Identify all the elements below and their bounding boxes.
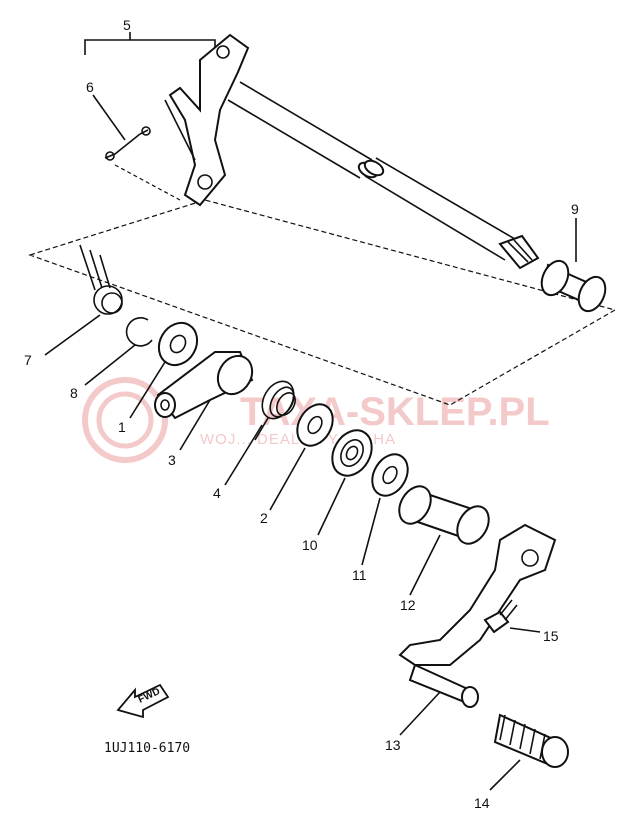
leader-3	[179, 399, 211, 451]
leader-11	[361, 497, 381, 566]
bolt-15	[483, 599, 518, 634]
part-label-8: 8	[70, 385, 78, 401]
part-label-7: 7	[24, 352, 32, 368]
leader-8	[84, 344, 136, 386]
collar-12	[398, 485, 490, 545]
watermark-logo-inner	[96, 391, 154, 449]
part-label-13: 13	[385, 737, 401, 753]
pedal-rubber-14	[493, 713, 569, 768]
leader-4	[224, 424, 263, 486]
leader-2	[269, 447, 306, 511]
leader-6	[92, 94, 126, 141]
washer-2	[296, 403, 334, 447]
part-label-6: 6	[86, 79, 94, 95]
seal-10	[331, 429, 373, 477]
part-label-2: 2	[260, 510, 268, 526]
bushing-9	[540, 259, 607, 313]
torsion-spring-7	[79, 244, 123, 315]
leader-13	[399, 691, 441, 736]
part-label-9: 9	[571, 201, 579, 217]
return-spring-small	[104, 129, 149, 159]
part-label-5: 5	[123, 17, 131, 33]
leader-15	[509, 627, 541, 633]
washer-11	[371, 453, 409, 497]
circlip-8	[125, 317, 153, 347]
dashed-line-top	[114, 164, 181, 201]
part-label-3: 3	[168, 452, 176, 468]
shift-lever-3	[154, 351, 254, 420]
group-bracket-5	[84, 39, 216, 55]
part-label-14: 14	[474, 795, 490, 811]
part-label-12: 12	[400, 597, 416, 613]
shift-pedal-13	[398, 523, 557, 708]
diagram-code: 1UJ110-6170	[104, 741, 190, 756]
leader-7	[44, 314, 101, 356]
shift-arm	[168, 33, 250, 207]
part-label-11: 11	[352, 567, 367, 583]
leader-1	[129, 361, 166, 419]
watermark-brand: TAXA-SKLEP.PL	[240, 390, 550, 434]
shift-shaft-assembly	[164, 33, 540, 270]
leader-10	[317, 477, 346, 536]
part-label-10: 10	[302, 537, 318, 553]
watermark-logo-ring	[82, 377, 168, 463]
dashed-assembly-box	[28, 199, 617, 406]
leader-14	[489, 759, 521, 791]
leader-12	[409, 534, 441, 596]
part-label-4: 4	[213, 485, 221, 501]
forward-arrow-icon: FWD	[116, 683, 170, 719]
part-label-1: 1	[118, 419, 126, 435]
part-label-15: 15	[543, 628, 559, 644]
washer-1	[157, 321, 199, 367]
spring-4	[254, 380, 296, 441]
